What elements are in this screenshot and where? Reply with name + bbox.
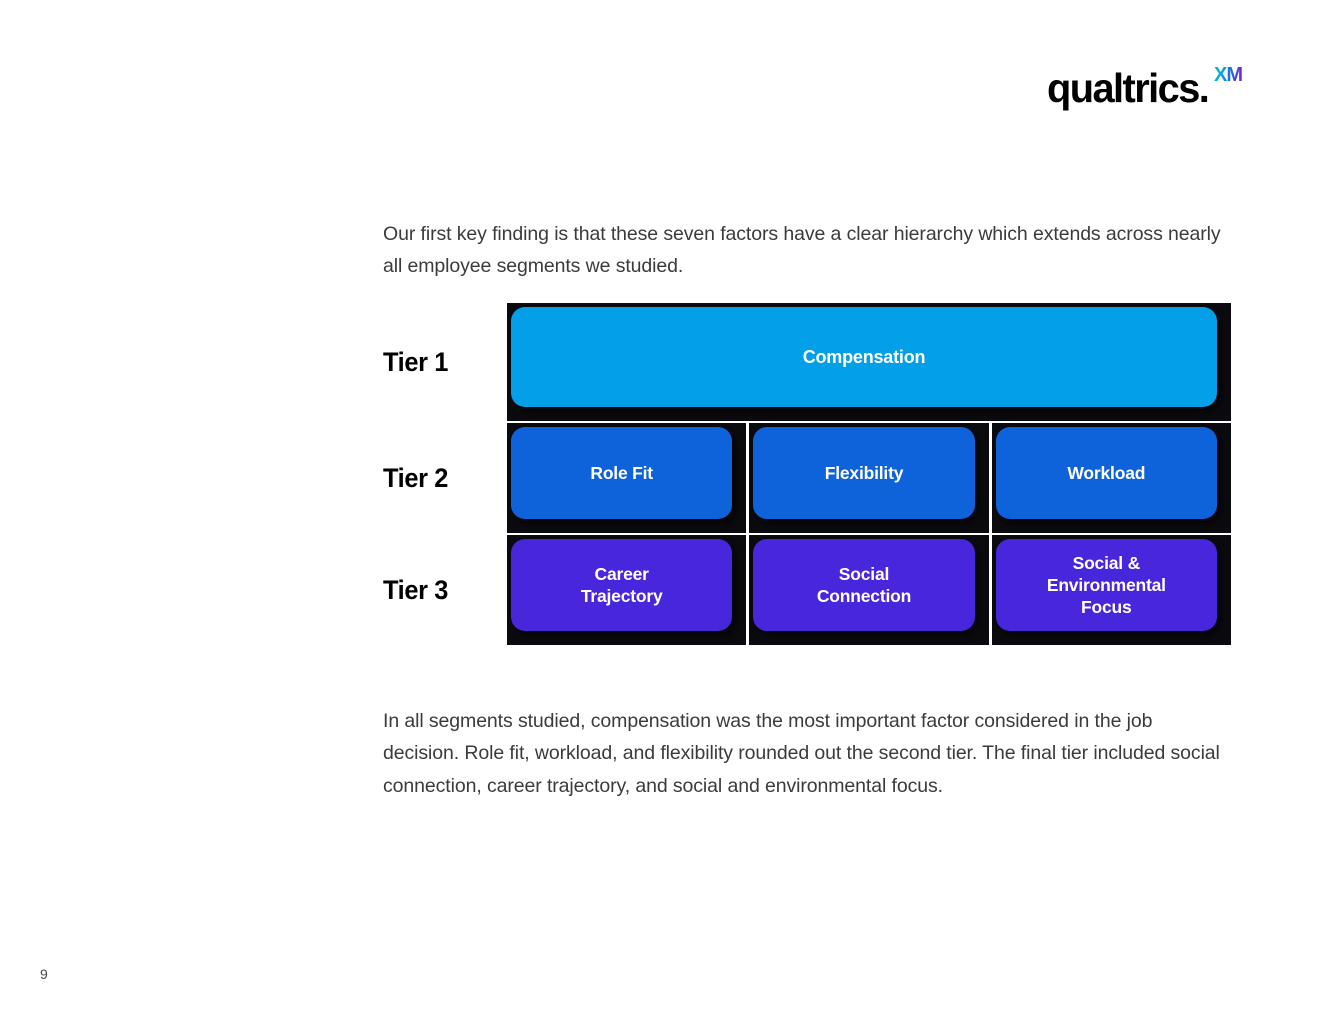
factor-cell-workload[interactable]: Workload: [991, 423, 1231, 533]
page-number: 9: [40, 966, 48, 982]
factor-label-flexibility: Flexibility: [753, 427, 975, 519]
factor-cell-role-fit[interactable]: Role Fit: [507, 423, 747, 533]
factor-cell-compensation[interactable]: Compensation: [507, 303, 1231, 421]
tier-label-2: Tier 2: [383, 462, 449, 493]
factor-cell-flexibility[interactable]: Flexibility: [749, 423, 989, 533]
intro-paragraph: Our first key finding is that these seve…: [383, 222, 1221, 278]
tier-hierarchy-diagram: Tier 1 Compensation Tier 2 Role Fit Flex…: [383, 303, 1231, 647]
tier-label-1: Tier 1: [383, 346, 449, 377]
tier-label-3: Tier 3: [383, 574, 449, 605]
closing-paragraph: In all segments studied, compensation wa…: [383, 709, 1220, 797]
qualtrics-logo: qualtrics. XM: [1046, 64, 1243, 111]
tier-2-boxes: Role Fit Flexibility Workload: [507, 423, 1231, 533]
xm-badge-icon: XM: [1214, 64, 1243, 86]
tier-row-2: Tier 2 Role Fit Flexibility Workload: [383, 423, 1231, 533]
factor-label-role-fit: Role Fit: [511, 427, 733, 519]
logo-period: .: [1198, 65, 1210, 111]
factor-label-workload: Workload: [995, 427, 1217, 519]
factor-label-compensation: Compensation: [511, 307, 1217, 407]
logo-wordmark: qualtrics.: [1046, 65, 1210, 111]
tier-1-boxes: Compensation: [507, 303, 1231, 421]
tier-row-1: Tier 1 Compensation: [383, 303, 1231, 421]
